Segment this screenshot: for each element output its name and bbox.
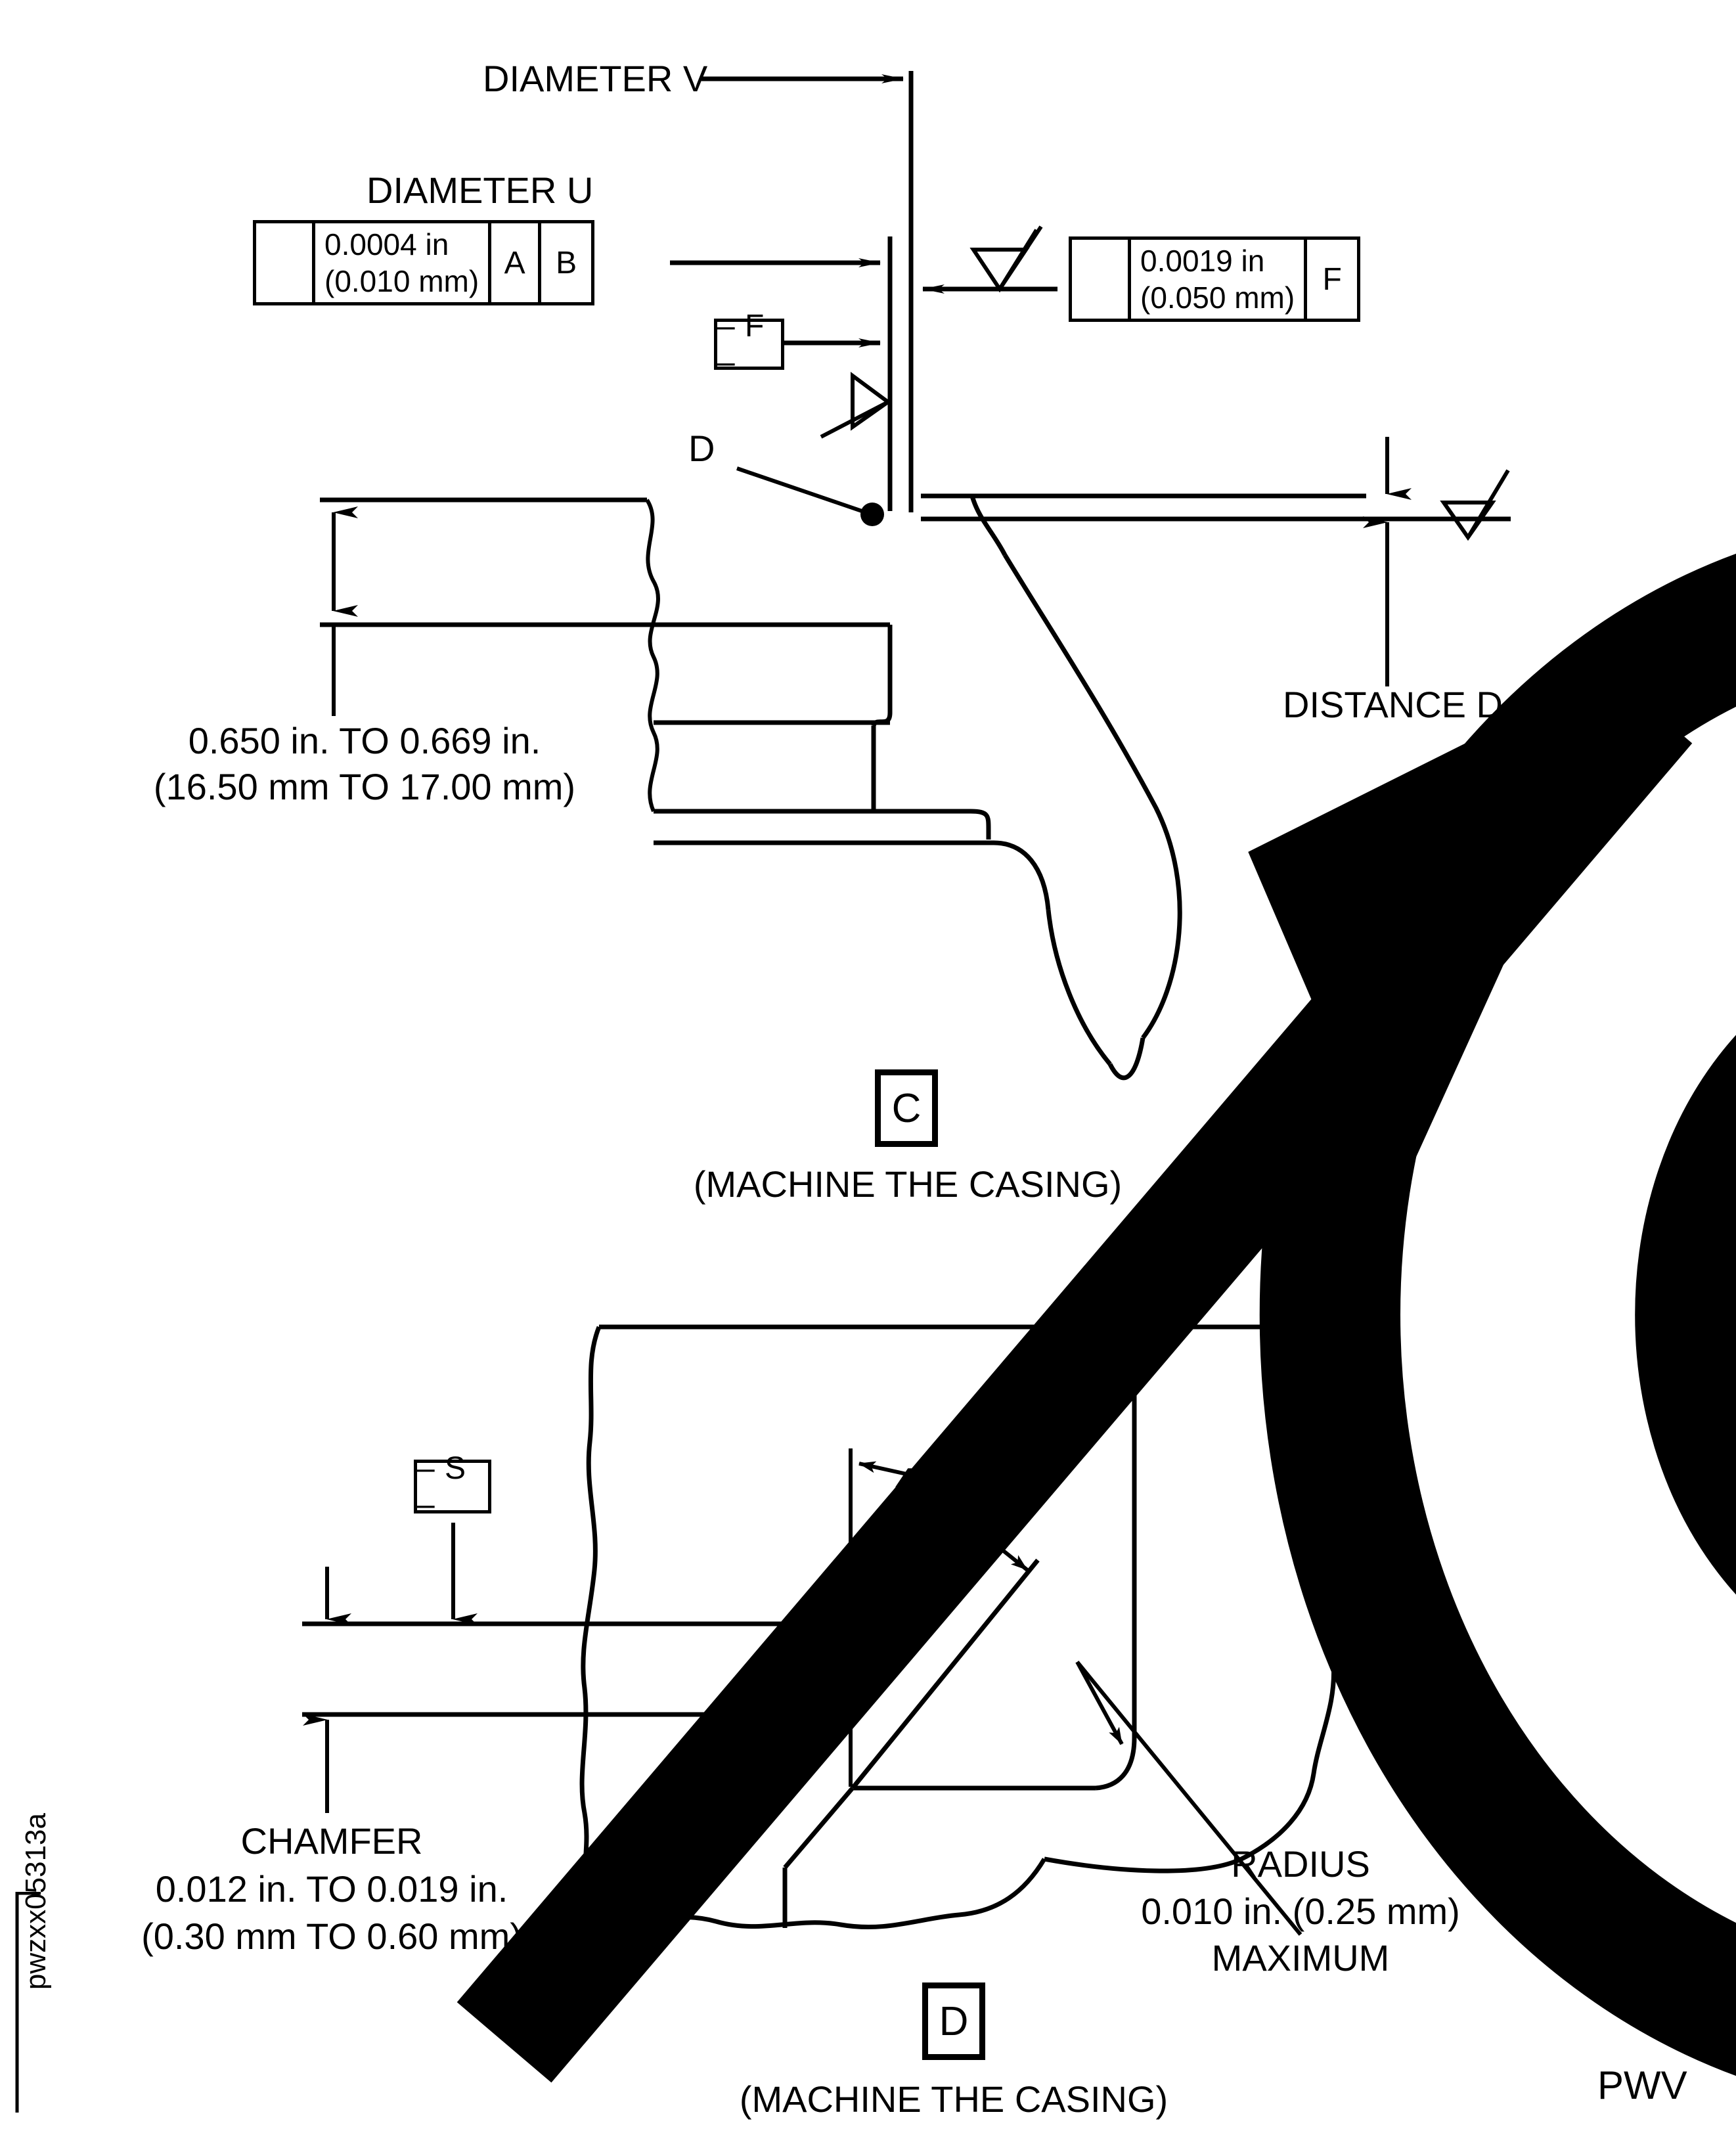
radius-leader-arrow: [1075, 1661, 1124, 1745]
distance-d-label: DISTANCE D: [1283, 684, 1503, 725]
thickness-dimension-mm: (16.50 mm TO 17.00 mm): [153, 766, 576, 807]
view-tag-c[interactable]: C: [875, 1069, 938, 1147]
runout-feature-control-frame[interactable]: 0.0004 in (0.010 mm) A B: [253, 220, 1693, 2083]
d-leader: [736, 466, 866, 514]
diameter-v-label: DIAMETER V: [483, 58, 708, 99]
break-line-upper: [645, 499, 660, 813]
casing-curve-bottom: [1107, 1037, 1146, 1081]
runout-datum-b: B: [556, 245, 577, 280]
concentricity-tolerance-mm: (0.050 mm): [1140, 280, 1295, 315]
chamfer-face: [851, 1558, 1040, 1790]
datum-feature-s-box[interactable]: – S –: [414, 1451, 491, 1522]
concentricity-datum-f: F: [1322, 261, 1342, 297]
runout-tolerance-inch: 0.0004 in: [324, 227, 449, 261]
view-d-caption: (MACHINE THE CASING): [739, 2078, 1168, 2120]
chamfer-dimension-mm: (0.30 mm TO 0.60 mm): [141, 1915, 522, 1957]
radius-leader-line: [1075, 1661, 1302, 1936]
casing-curve-outer: [1003, 554, 1182, 1040]
chamfer-lower-face: [783, 1786, 855, 1870]
concentricity-tolerance-inch: 0.0019 in: [1140, 243, 1265, 278]
angle-dimension: 45o: [895, 1460, 952, 1504]
concentricity-icon: [1072, 240, 1736, 2076]
view-tag-d[interactable]: D: [922, 1982, 985, 2060]
view-c-caption: (MACHINE THE CASING): [693, 1163, 1123, 1205]
circular-runout-icon: [256, 223, 1693, 2083]
angle-value: 45: [895, 1460, 939, 1504]
d-leader-dot: [860, 503, 884, 526]
sheet-corner-code: PWV: [1597, 2063, 1687, 2107]
degree-symbol: o: [938, 1460, 952, 1487]
concentricity-feature-control-frame[interactable]: 0.0019 in (0.050 mm) F: [1069, 236, 1736, 2076]
runout-tolerance: 0.0004 in (0.010 mm): [315, 223, 492, 302]
concentricity-glyph: [1260, 554, 1736, 2076]
thickness-dimension-inch: 0.650 in. TO 0.669 in.: [188, 720, 541, 761]
surface-finish-symbol-2: [851, 372, 892, 431]
runout-tolerance-mm: (0.010 mm): [324, 264, 479, 298]
concentricity-tolerance: 0.0019 in (0.050 mm): [1131, 240, 1308, 319]
fillet-curve: [969, 495, 1008, 556]
diameter-u-label: DIAMETER U: [367, 169, 594, 211]
bore-radius: [1095, 1737, 1137, 1791]
chamfer-dimension-inch: 0.012 in. TO 0.019 in.: [155, 1868, 508, 1910]
drawing-code-bracket: [15, 1892, 41, 2113]
radius-maximum-note: MAXIMUM: [1211, 1937, 1390, 1979]
datum-d-point-label: D: [688, 428, 715, 469]
radius-title: RADIUS: [1231, 1843, 1370, 1885]
datum-feature-f-box[interactable]: – F –: [714, 309, 784, 380]
runout-datum-a: A: [491, 223, 542, 302]
radius-dimension: 0.010 in. (0.25 mm): [1141, 1891, 1460, 1932]
chamfer-title: CHAMFER: [240, 1820, 423, 1862]
